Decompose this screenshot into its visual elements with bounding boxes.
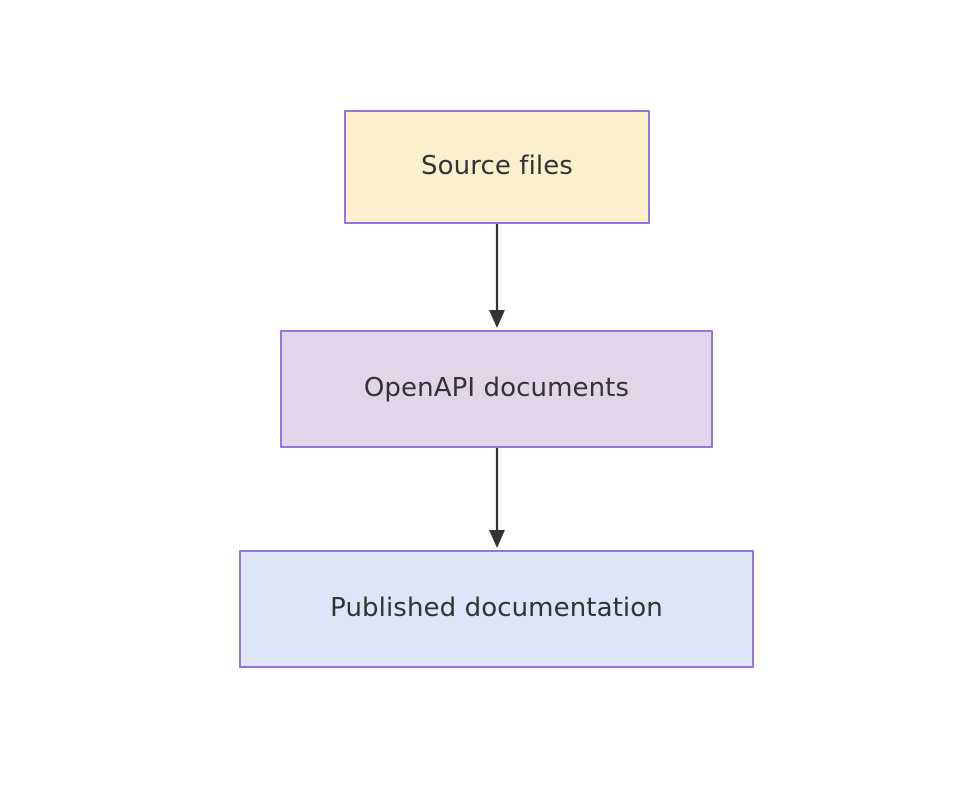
- flowchart-node-openapi-documents[interactable]: OpenAPI documents: [280, 330, 713, 448]
- edge-source-to-openapi: [489, 224, 505, 328]
- node-label-source-files: Source files: [421, 151, 573, 182]
- flowchart-node-published-documentation[interactable]: Published documentation: [239, 550, 754, 668]
- node-label-published-documentation: Published documentation: [330, 593, 663, 624]
- arrowhead-icon: [489, 310, 505, 328]
- flowchart-node-source-files[interactable]: Source files: [344, 110, 650, 224]
- node-label-openapi-documents: OpenAPI documents: [363, 373, 630, 404]
- edge-openapi-to-published: [489, 448, 505, 548]
- arrowhead-icon: [489, 530, 505, 548]
